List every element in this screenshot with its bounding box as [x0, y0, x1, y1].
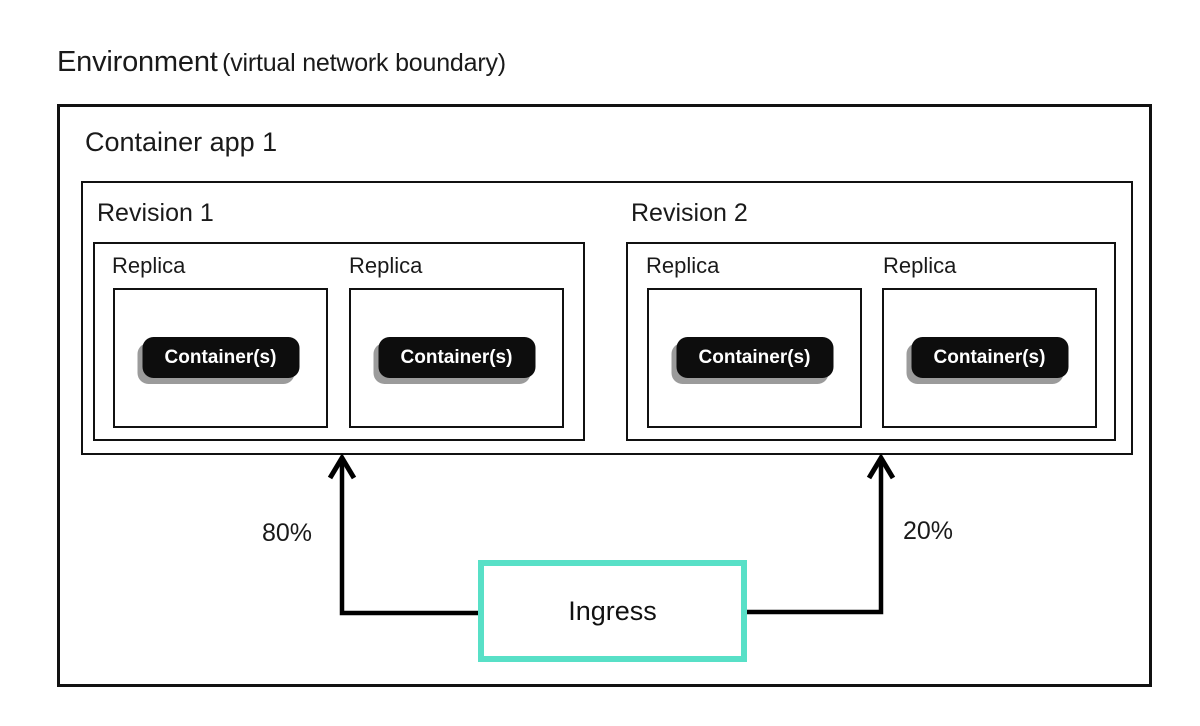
- revision-1-replica-1-box: Container(s): [113, 288, 328, 428]
- ingress-label: Ingress: [568, 595, 657, 626]
- environment-title: Environment (virtual network boundary): [57, 46, 506, 79]
- environment-title-suffix: (virtual network boundary): [222, 49, 506, 77]
- revision-2-replica-2-label: Replica: [883, 253, 957, 278]
- container-app-label: Container app 1: [85, 127, 278, 157]
- revision-1-replica-2-box: Container(s): [349, 288, 564, 428]
- revision-1-label: Revision 1: [97, 199, 214, 227]
- containers-pill: Container(s): [142, 337, 299, 378]
- containers-pill: Container(s): [676, 337, 833, 378]
- revision-2-replica-1-label: Replica: [646, 253, 720, 278]
- environment-title-main: Environment: [57, 46, 218, 78]
- revision-2-label: Revision 2: [631, 199, 748, 227]
- ingress-box: Ingress: [478, 560, 747, 662]
- revision-1-replica-1-label: Replica: [112, 253, 186, 278]
- revision-1-replica-2-label: Replica: [349, 253, 423, 278]
- revision-2-replica-1-box: Container(s): [647, 288, 862, 428]
- traffic-percent-revision-2: 20%: [903, 517, 954, 545]
- containers-pill: Container(s): [911, 337, 1068, 378]
- revision-2-replica-2-box: Container(s): [882, 288, 1097, 428]
- containers-pill: Container(s): [378, 337, 535, 378]
- traffic-percent-revision-1: 80%: [261, 519, 312, 547]
